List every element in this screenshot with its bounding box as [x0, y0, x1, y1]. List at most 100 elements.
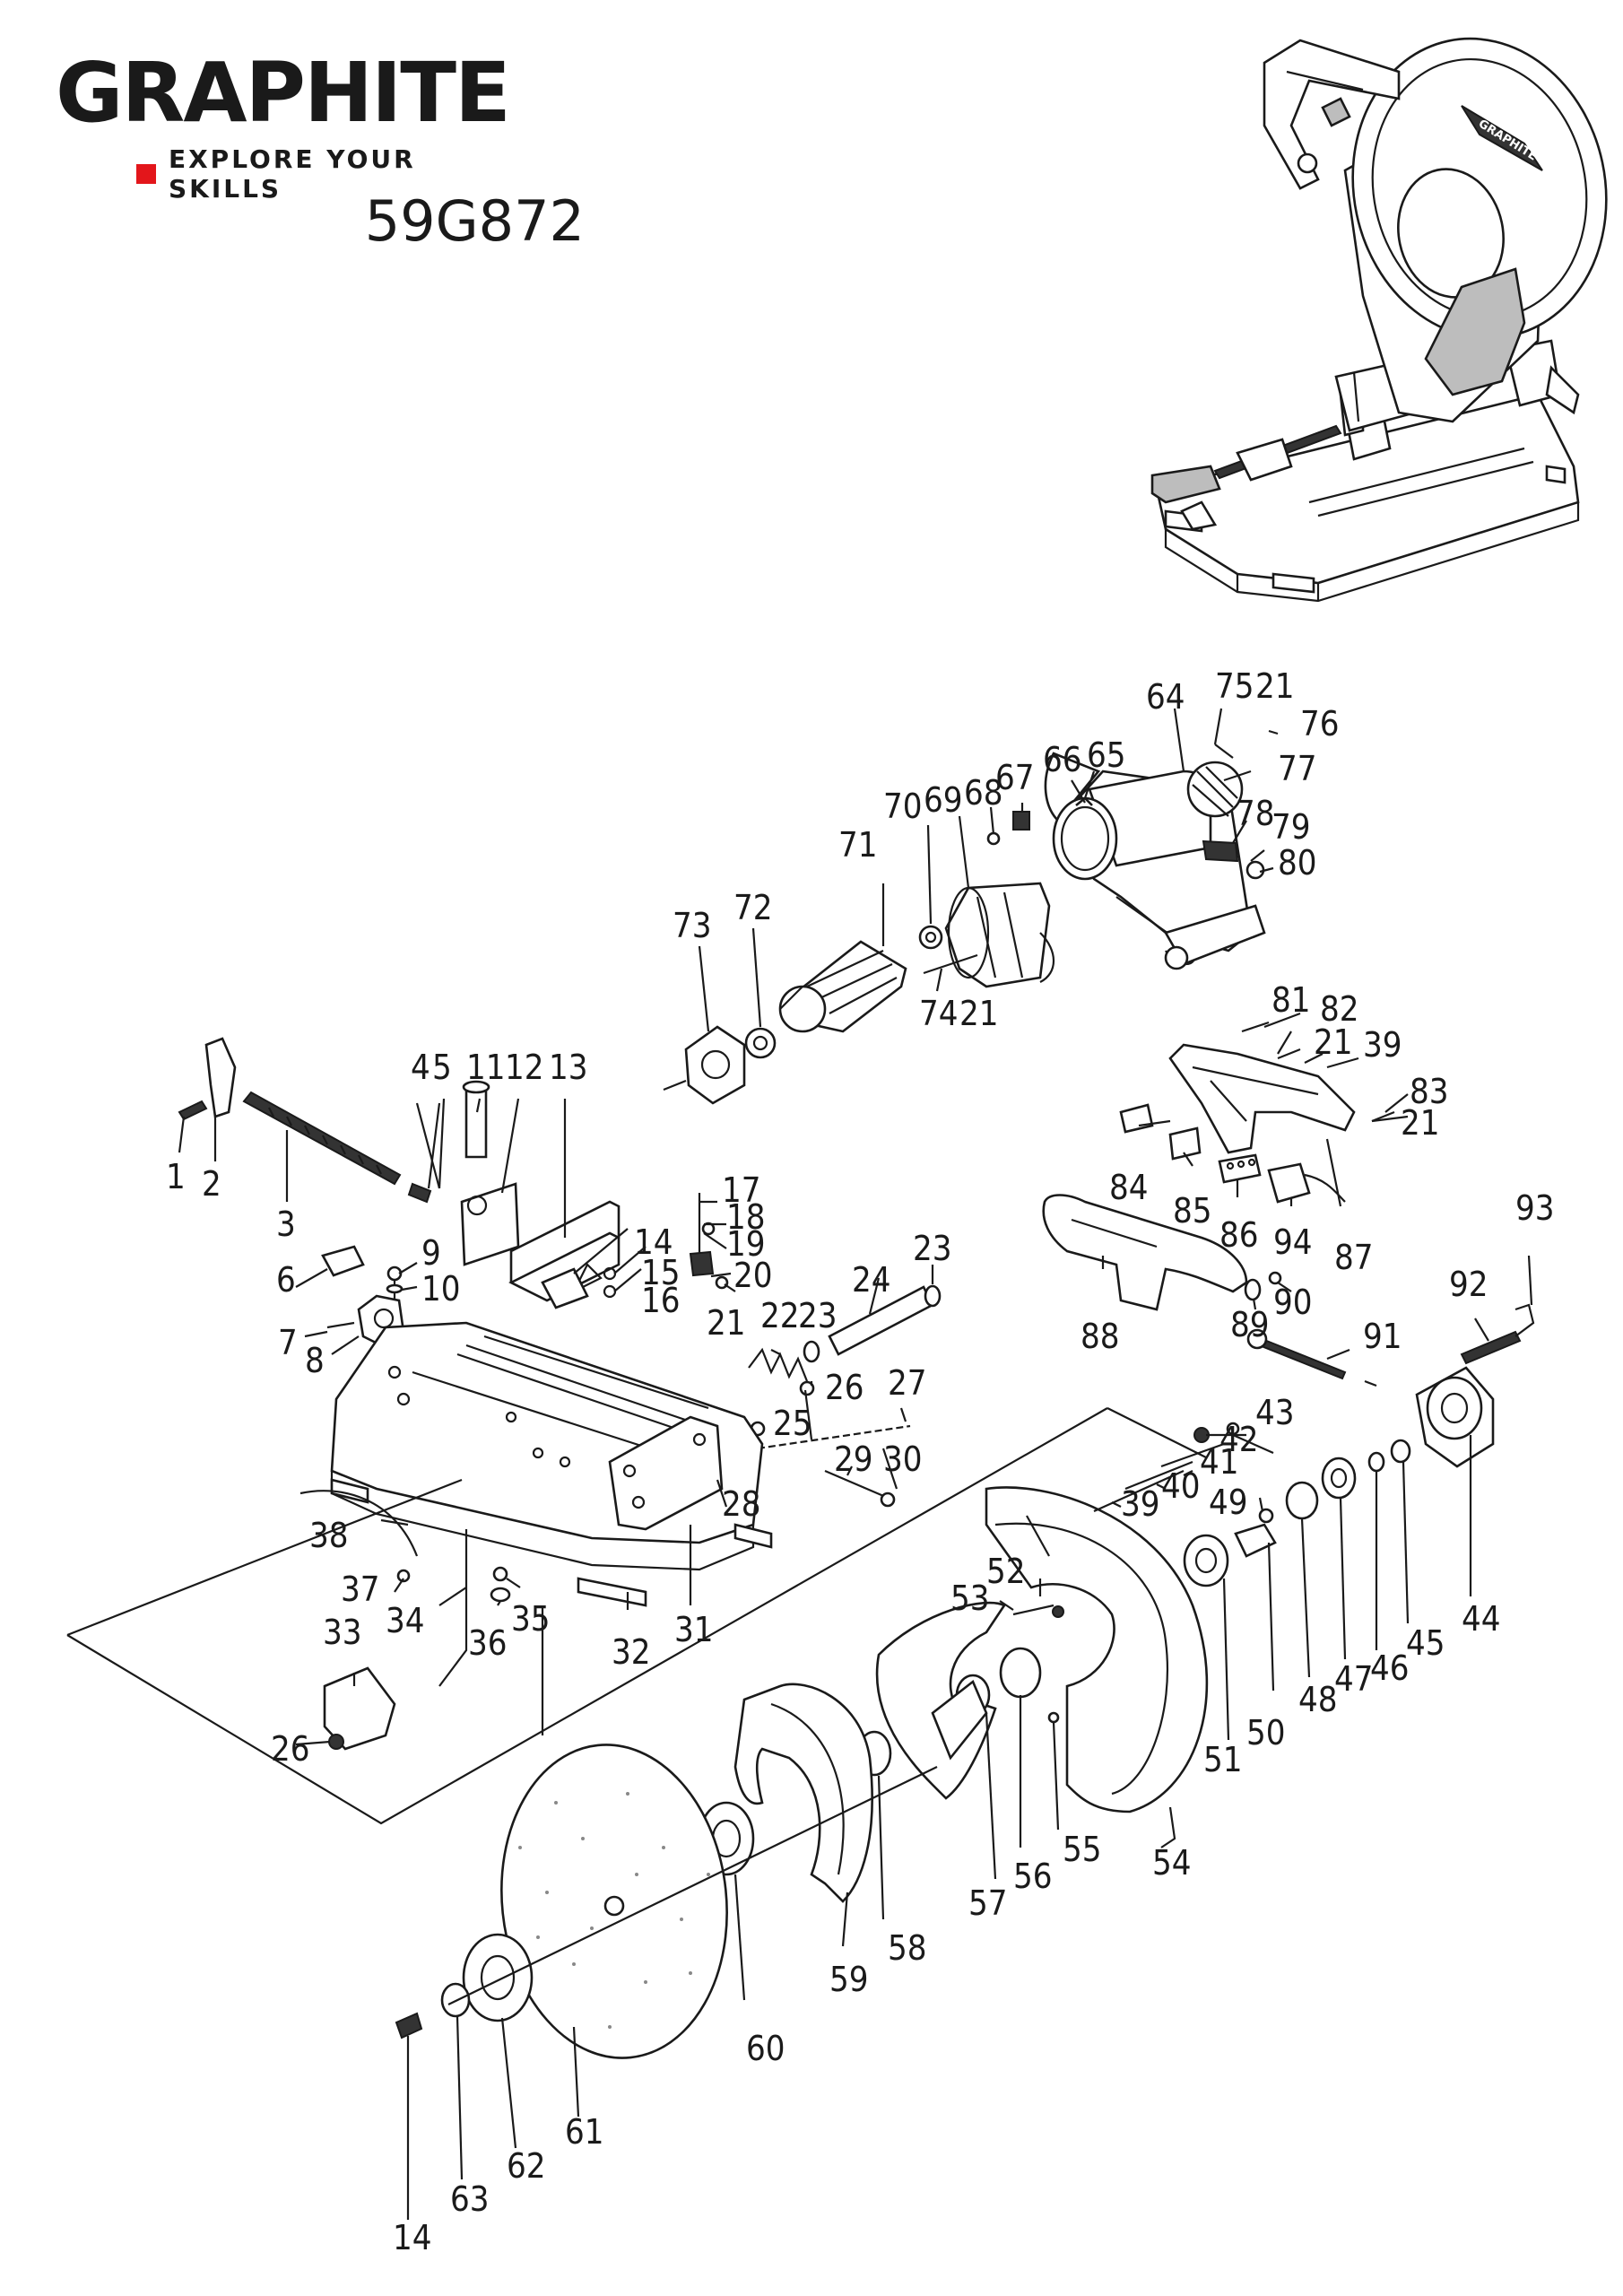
part-label: 51: [1203, 1740, 1243, 1779]
part-label: 3: [276, 1205, 296, 1244]
part-label: 28: [722, 1484, 761, 1524]
part-label: 1: [166, 1157, 186, 1196]
part-label: 38: [309, 1516, 349, 1555]
part-label: 13: [549, 1048, 588, 1087]
part-label: 46: [1370, 1648, 1410, 1688]
part-label: 84: [1109, 1168, 1149, 1207]
part-label: 21: [1314, 1022, 1353, 1062]
base-group: [299, 1321, 773, 1751]
part-label: 22: [760, 1296, 800, 1335]
brand-tagline: EXPLORE YOUR SKILLS: [168, 144, 416, 204]
part-label: 69: [924, 780, 963, 820]
part-label: 40: [1161, 1466, 1201, 1506]
part-label: 24: [852, 1260, 891, 1300]
part-label: 53: [950, 1578, 990, 1618]
part-label: 52: [986, 1552, 1026, 1591]
part-label: 4: [411, 1048, 430, 1087]
tagline-row: EXPLORE YOUR SKILLS: [136, 144, 540, 204]
part-label: 93: [1515, 1188, 1555, 1228]
part-label: 56: [1013, 1857, 1053, 1896]
part-label: 37: [341, 1570, 380, 1609]
part-label: 75: [1215, 666, 1254, 706]
part-label: 35: [511, 1599, 551, 1639]
part-label: 26: [825, 1368, 864, 1407]
part-label: 41: [1200, 1442, 1239, 1482]
part-label: 72: [733, 888, 773, 927]
part-label: 34: [386, 1601, 425, 1640]
part-label: 6: [276, 1260, 296, 1300]
part-label: 47: [1334, 1659, 1374, 1699]
part-label: 50: [1246, 1713, 1286, 1752]
part-label: 63: [450, 2179, 490, 2219]
part-label: 83: [1410, 1072, 1449, 1111]
part-label: 73: [673, 906, 712, 945]
part-label: 19: [726, 1224, 766, 1264]
part-label: 86: [1219, 1215, 1259, 1255]
part-label: 26: [271, 1729, 310, 1769]
tagline-red-square: [136, 164, 156, 184]
part-label: 16: [641, 1281, 681, 1320]
part-label: 48: [1298, 1680, 1338, 1719]
part-label: 67: [995, 758, 1035, 797]
part-label: 80: [1278, 843, 1317, 883]
part-label: 43: [1255, 1393, 1295, 1432]
part-label: 65: [1087, 735, 1126, 775]
part-label: 14: [634, 1222, 673, 1262]
part-label: 10: [421, 1269, 461, 1309]
blade-guard-group: [395, 1303, 1535, 2059]
part-label: 60: [746, 2029, 785, 2068]
brand-logo: GRAPHITE EXPLORE YOUR SKILLS 59G872: [56, 45, 585, 255]
part-label: 14: [393, 2218, 432, 2257]
leader-lines: [178, 708, 1533, 2220]
part-label: 71: [838, 825, 878, 865]
part-label: 88: [1081, 1317, 1120, 1356]
part-label: 94: [1273, 1222, 1313, 1262]
part-label: 77: [1278, 749, 1317, 788]
part-label: 21: [707, 1303, 746, 1343]
part-label: 79: [1271, 807, 1311, 847]
part-label: 36: [468, 1623, 508, 1663]
part-label: 21: [1255, 666, 1295, 706]
part-label: 81: [1271, 980, 1311, 1020]
part-label: 76: [1300, 704, 1340, 744]
part-label: 90: [1273, 1283, 1313, 1322]
part-label: 32: [612, 1632, 651, 1672]
part-label: 55: [1063, 1830, 1102, 1869]
part-label: 21: [1401, 1103, 1440, 1143]
part-label: 44: [1462, 1599, 1501, 1639]
part-number-labels: 1 2 3 4 5 6 7 8 9 10 11 12 13 14 15 16 1…: [166, 666, 1555, 2257]
part-label: 20: [733, 1256, 773, 1295]
part-label: 70: [883, 787, 923, 826]
part-label: 49: [1209, 1483, 1248, 1522]
brand-name: GRAPHITE: [56, 45, 511, 141]
part-label: 17: [722, 1170, 761, 1210]
part-label: 8: [305, 1341, 325, 1380]
part-label: 92: [1449, 1265, 1488, 1304]
part-label: 45: [1406, 1623, 1445, 1663]
part-label: 54: [1152, 1843, 1192, 1883]
part-label: 15: [641, 1253, 681, 1292]
part-label: 61: [565, 2112, 604, 2152]
part-label: 27: [888, 1363, 927, 1403]
model-number: 59G872: [364, 188, 585, 254]
part-label: 18: [726, 1197, 766, 1237]
part-label: 9: [421, 1233, 441, 1273]
part-label: 62: [507, 2146, 546, 2186]
part-label: 23: [798, 1296, 838, 1335]
part-label: 23: [913, 1229, 952, 1268]
part-label: 2: [202, 1164, 221, 1204]
fence-group: [460, 1080, 942, 1508]
part-label: 89: [1230, 1305, 1270, 1344]
part-label: 82: [1320, 989, 1359, 1029]
part-label: 11: [466, 1048, 506, 1087]
part-label: 31: [674, 1610, 714, 1649]
part-label: 66: [1043, 740, 1082, 779]
part-label: 39: [1121, 1484, 1160, 1524]
part-label: 25: [773, 1404, 812, 1443]
part-label: 42: [1219, 1420, 1259, 1459]
part-label: 57: [968, 1883, 1008, 1923]
part-label: 33: [323, 1613, 362, 1652]
part-label: 29: [834, 1439, 873, 1479]
part-label: 12: [505, 1048, 544, 1087]
